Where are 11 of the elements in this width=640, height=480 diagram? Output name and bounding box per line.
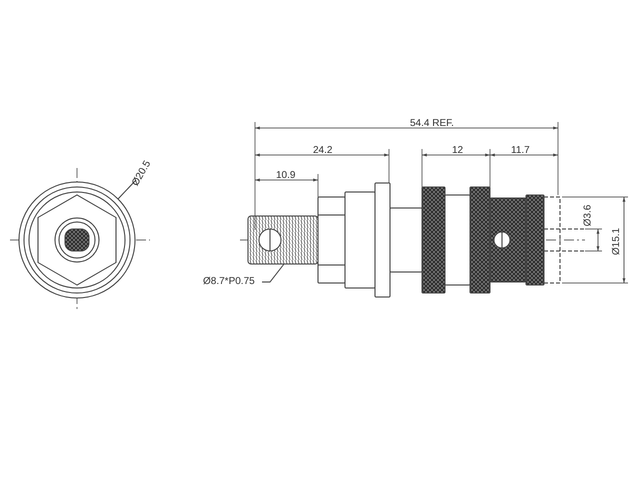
dimension-text: 24.2 [313,145,332,156]
dimension-text: 54.4 REF. [410,118,454,129]
threaded-stud [248,216,318,264]
dimension-text: 12 [452,145,464,156]
dimension-text: Ø8.7*P0.75 [203,276,255,287]
leader-line [262,264,284,282]
leader-line [118,180,136,200]
dimension-text: 10.9 [276,170,296,181]
dimension-text: Ø15.1 [611,228,622,256]
dimension-text: Ø3.6 [582,204,594,226]
dimension-text: 11.7 [511,145,530,156]
